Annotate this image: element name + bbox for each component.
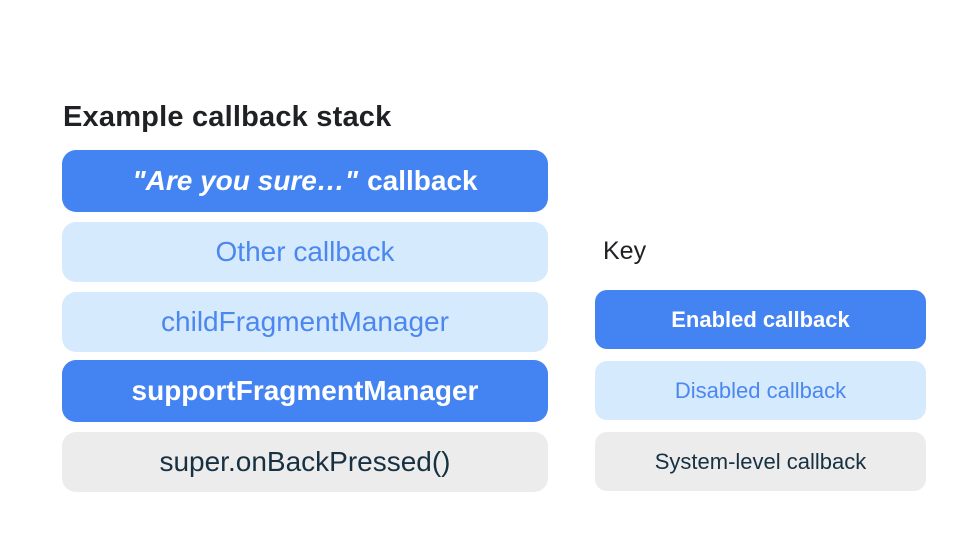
stack-item-label: childFragmentManager: [161, 306, 449, 337]
stack-item-label: super.onBackPressed(): [159, 446, 451, 477]
key-item-system-level-callback: System-level callback: [595, 432, 926, 491]
key-item-disabled-callback: Disabled callback: [595, 361, 926, 420]
key-item-enabled-callback: Enabled callback: [595, 290, 926, 349]
stack-item-label-rest: callback: [367, 165, 478, 196]
stack-item-support-fragment-manager: supportFragmentManager: [62, 360, 548, 422]
key-title: Key: [603, 237, 647, 265]
stack-item-label: Other callback: [215, 236, 395, 267]
key-item-label: System-level callback: [654, 448, 867, 474]
stack-item-child-fragment-manager: childFragmentManager: [62, 292, 548, 352]
key-item-label: Disabled callback: [674, 377, 847, 403]
stack-item-are-you-sure-callback: "Are you sure…" callback: [62, 150, 548, 212]
key-item-label: Enabled callback: [671, 306, 850, 332]
stack-item-super-onbackpressed: super.onBackPressed(): [62, 432, 548, 492]
stack-item-other-callback: Other callback: [62, 222, 548, 282]
stack-title: Example callback stack: [63, 101, 392, 133]
stack-item-label: supportFragmentManager: [131, 375, 479, 406]
stack-item-label-italic: "Are you sure…": [132, 165, 359, 196]
